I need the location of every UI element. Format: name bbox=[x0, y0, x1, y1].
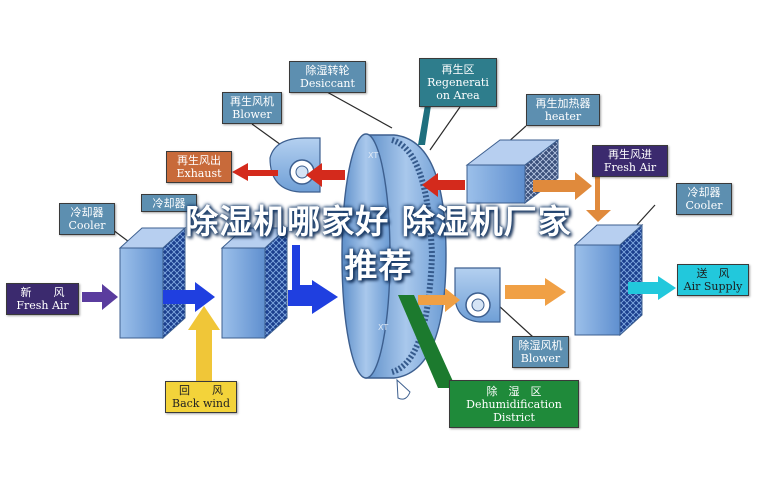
regen-fresh-air-label-en: Fresh Air bbox=[603, 161, 657, 174]
regen-blower-unit bbox=[269, 137, 321, 193]
leader-dehum-district bbox=[398, 295, 456, 388]
arrow-red-1 bbox=[422, 173, 465, 197]
overlay-title-line1: 除湿机哪家好 除湿机厂家 bbox=[185, 202, 572, 241]
overlay-title: 除湿机哪家好 除湿机厂家 推荐 bbox=[0, 200, 757, 288]
back-wind-label-en: Back wind bbox=[171, 397, 231, 410]
cooler-left-unit bbox=[118, 226, 187, 340]
air-supply-label-en: Air Supply bbox=[683, 280, 743, 293]
exhaust-label: 再生风出 Exhaust bbox=[166, 151, 232, 183]
air-supply-label: 送 风 Air Supply bbox=[677, 264, 749, 296]
desiccant-label-zh: 除湿转轮 bbox=[305, 64, 350, 77]
cooler-right-label-en: Cooler bbox=[685, 199, 723, 212]
overlay-title-line2: 推荐 bbox=[344, 246, 413, 285]
cooler-mid-label: 冷却器 bbox=[141, 194, 197, 212]
arrow-orange-regen bbox=[533, 172, 592, 200]
regen-area-label-en: Regenerati on Area bbox=[427, 76, 489, 102]
desiccant-label-en: Desiccant bbox=[300, 77, 355, 90]
regen-blower-label: 再生风机 Blower bbox=[222, 92, 282, 124]
regen-blower-label-zh: 再生风机 bbox=[230, 95, 274, 108]
cooler-right-label-zh: 冷却器 bbox=[687, 186, 721, 199]
heater-label-en: heater bbox=[544, 110, 582, 123]
cooler-left-label-en: Cooler bbox=[68, 219, 106, 232]
arrow-fresh-air bbox=[82, 284, 118, 310]
dehum-blower-unit bbox=[454, 267, 501, 323]
leader-regen-area bbox=[418, 99, 432, 145]
cooler-left-label-zh: 冷却器 bbox=[70, 206, 104, 219]
regen-blower-label-en: Blower bbox=[232, 108, 272, 121]
exhaust-label-en: Exhaust bbox=[176, 167, 222, 180]
fresh-air-label-zh: 新 风 bbox=[20, 286, 65, 299]
cooler-mid-label-zh: 冷却器 bbox=[152, 196, 186, 210]
dehum-blower-label: 除湿风机 Blower bbox=[512, 336, 569, 368]
back-wind-label: 回 风 Back wind bbox=[165, 381, 237, 413]
heater-unit bbox=[465, 138, 560, 205]
cooler-right-label: 冷却器 Cooler bbox=[676, 183, 732, 215]
desiccant-wheel bbox=[341, 133, 447, 400]
dehum-blower-label-en: Blower bbox=[520, 352, 561, 365]
dehum-district-label: 除 湿 区 Dehumidification District bbox=[449, 380, 579, 428]
exhaust-label-zh: 再生风出 bbox=[177, 154, 221, 167]
arrow-back-wind bbox=[188, 306, 220, 382]
cooler-left-label: 冷却器 Cooler bbox=[59, 203, 115, 235]
arrow-blue-1 bbox=[163, 282, 215, 312]
cooler-mid-unit bbox=[220, 226, 289, 340]
air-supply-label-zh: 送 风 bbox=[696, 267, 730, 280]
wheel-watermark-top: XT bbox=[368, 151, 378, 160]
regen-fresh-air-label: 再生风进 Fresh Air bbox=[592, 145, 668, 177]
desiccant-label: 除湿转轮 Desiccant bbox=[289, 61, 366, 93]
dehum-district-label-zh: 除 湿 区 bbox=[486, 384, 542, 398]
regen-area-label-zh: 再生区 bbox=[441, 63, 475, 76]
dehum-blower-label-zh: 除湿风机 bbox=[518, 339, 563, 352]
back-wind-label-zh: 回 风 bbox=[179, 384, 223, 397]
arrow-red-2 bbox=[306, 163, 345, 187]
regen-fresh-air-label-zh: 再生风进 bbox=[608, 148, 652, 161]
arrow-orange-2 bbox=[505, 278, 566, 306]
arrow-red-exhaust bbox=[232, 163, 278, 181]
cooler-right-unit bbox=[573, 223, 644, 337]
airflow-arrows bbox=[82, 99, 676, 388]
dehum-district-label-en: Dehumidification District bbox=[466, 397, 562, 424]
fresh-air-label-en: Fresh Air bbox=[16, 299, 69, 312]
wheel-watermark-bottom: XT bbox=[378, 323, 388, 332]
heater-label-zh: 再生加热器 bbox=[535, 97, 591, 110]
fresh-air-label: 新 风 Fresh Air bbox=[6, 283, 79, 315]
arrow-supply bbox=[628, 276, 676, 300]
leader-lines bbox=[108, 91, 656, 338]
arrow-blue-2 bbox=[288, 245, 338, 314]
arrow-orange-1 bbox=[418, 288, 460, 312]
regen-area-label: 再生区 Regenerati on Area bbox=[419, 58, 497, 107]
heater-label: 再生加热器 heater bbox=[526, 94, 600, 126]
